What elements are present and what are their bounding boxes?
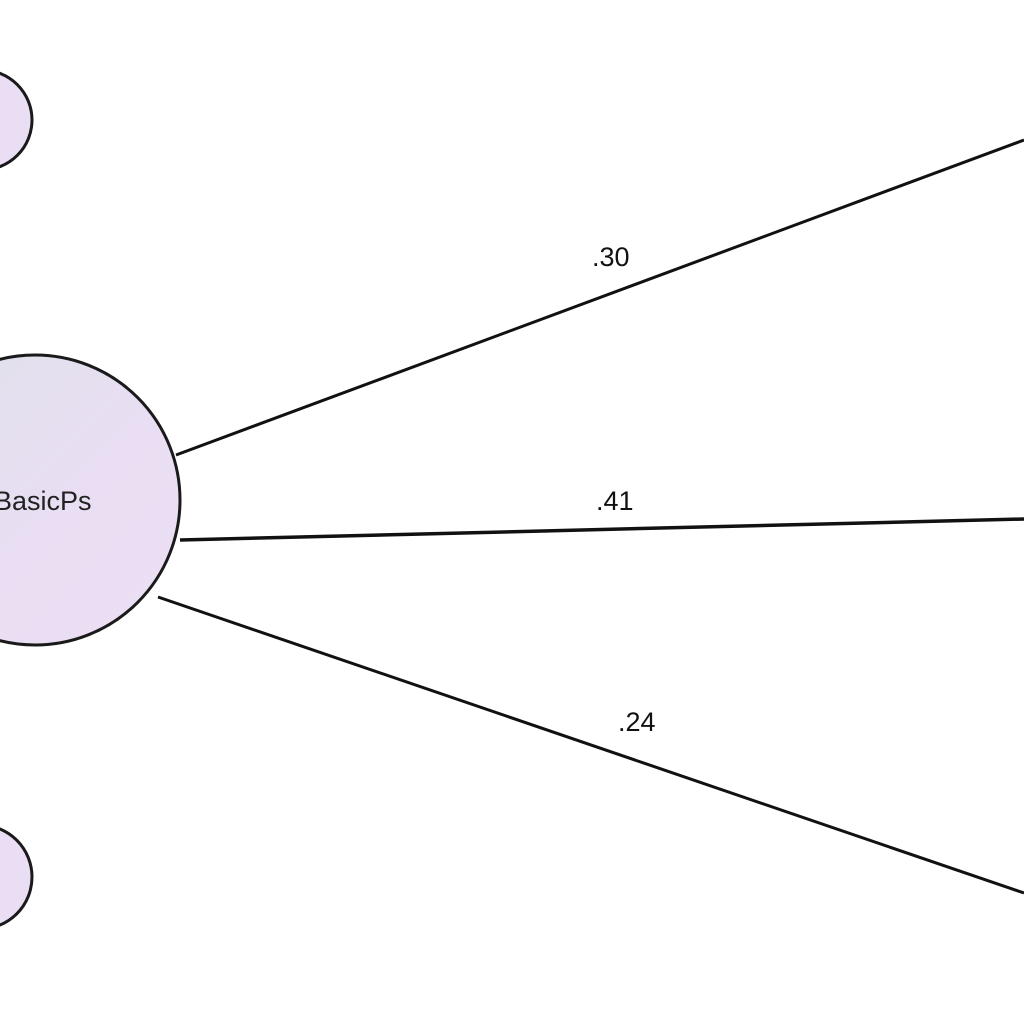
edge-label-upper-right: .30 (592, 242, 630, 272)
node-bottom-left (0, 827, 34, 927)
node-basicps (0, 353, 182, 647)
node-label-basicps: BasicPs (0, 486, 92, 516)
edge-label-lower-right: .24 (618, 707, 656, 737)
edge-right (179, 517, 1024, 542)
node-top-left (0, 71, 34, 169)
edge-upper-right (175, 138, 1024, 457)
edge-label-right: .41 (596, 486, 634, 516)
edge-lower-right (157, 595, 1024, 895)
